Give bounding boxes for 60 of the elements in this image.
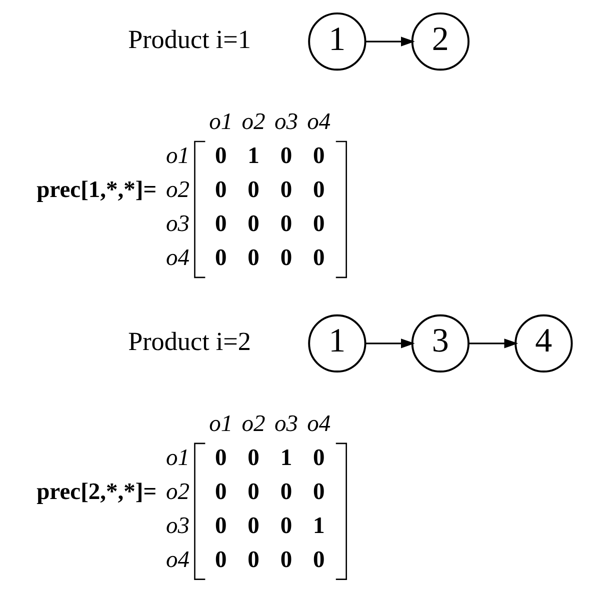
node-circle: 3: [410, 314, 469, 372]
label: o2: [241, 410, 265, 437]
label: 0: [214, 244, 226, 271]
label: 0: [247, 546, 259, 573]
label: o3: [274, 108, 298, 135]
label: o4: [306, 108, 330, 135]
label: prec[1,*,*]=: [36, 176, 156, 203]
label: 0: [312, 546, 324, 573]
label: 0: [214, 142, 226, 169]
label: o4: [165, 546, 189, 573]
label: o2: [241, 108, 265, 135]
label: Product i=2: [128, 326, 250, 356]
label: o1: [208, 410, 232, 437]
label: o1: [165, 444, 189, 471]
label: 0: [312, 210, 324, 237]
label: 0: [247, 478, 259, 505]
label: 0: [247, 444, 259, 471]
label: 0: [247, 210, 259, 237]
node-circle: 4: [514, 314, 572, 372]
label: o3: [274, 410, 298, 437]
label: 0: [280, 142, 292, 169]
label: 0: [247, 244, 259, 271]
node-circle: 2: [410, 12, 469, 71]
label: o2: [165, 176, 189, 203]
label: o3: [165, 512, 189, 539]
label: 0: [312, 444, 324, 471]
label: 0: [312, 176, 324, 203]
label: prec[2,*,*]=: [36, 478, 156, 505]
arrow: [468, 338, 518, 348]
label: o4: [165, 244, 189, 271]
label: 0: [280, 546, 292, 573]
label: 0: [280, 478, 292, 505]
arrow: [364, 36, 414, 46]
label: 0: [280, 244, 292, 271]
label: 0: [214, 444, 226, 471]
label: 0: [312, 244, 324, 271]
label: 0: [247, 176, 259, 203]
label: 1: [312, 512, 324, 539]
label: o1: [208, 108, 232, 135]
label: o1: [165, 142, 189, 169]
node-circle: 1: [308, 314, 366, 372]
label: 0: [247, 512, 259, 539]
node-circle: 1: [308, 12, 366, 71]
label: 0: [214, 478, 226, 505]
label: 0: [214, 210, 226, 237]
label: o3: [165, 210, 189, 237]
label: 0: [312, 478, 324, 505]
label: 1: [247, 142, 259, 169]
label: 0: [312, 142, 324, 169]
label: 1: [280, 444, 292, 471]
label: 0: [214, 546, 226, 573]
label: 0: [280, 176, 292, 203]
label: Product i=1: [128, 25, 250, 54]
label: 0: [280, 512, 292, 539]
arrow: [364, 338, 414, 348]
label: o4: [306, 410, 330, 437]
label: 0: [214, 176, 226, 203]
label: 0: [280, 210, 292, 237]
label: o2: [165, 478, 189, 505]
label: 0: [214, 512, 226, 539]
